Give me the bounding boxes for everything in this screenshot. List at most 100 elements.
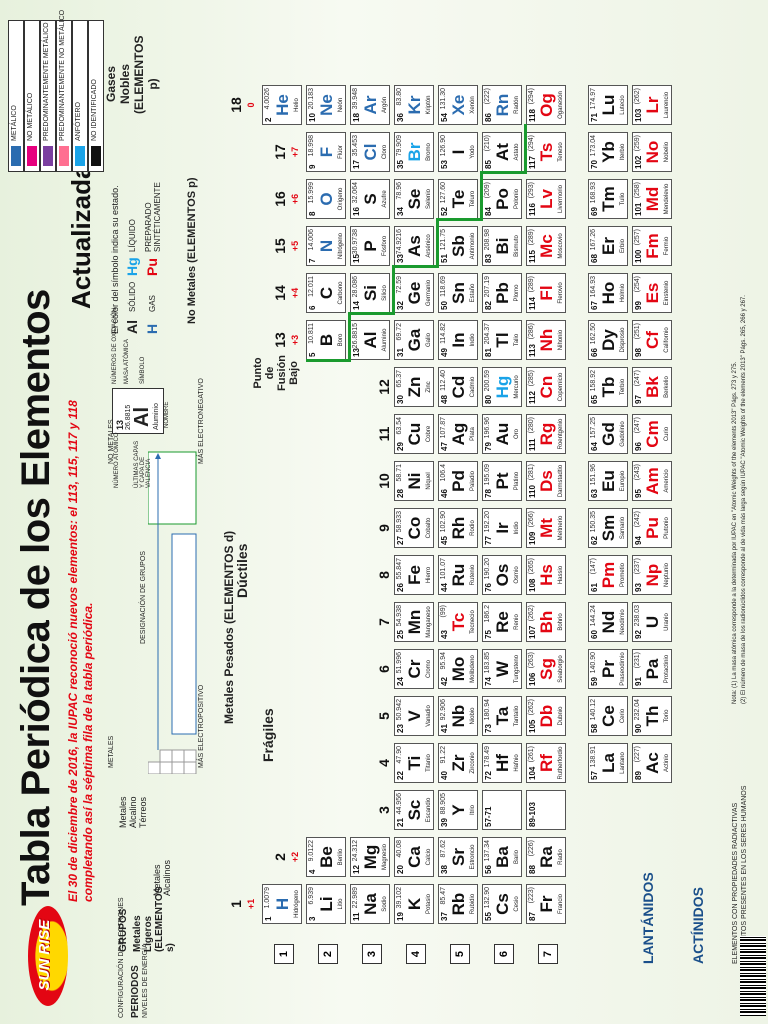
atomic-number: 44 <box>440 583 449 592</box>
atomic-mass: (227) <box>634 746 641 763</box>
element-name: Mercurio <box>514 375 520 399</box>
state-legend-title: El color del símbolo indica su estado. <box>110 185 120 334</box>
element-name: Xenón <box>470 96 476 114</box>
atomic-number: 87 <box>528 912 537 921</box>
group-number: 1 <box>228 900 244 908</box>
element-name: Rodio <box>470 520 476 536</box>
atomic-number: 103 <box>634 108 643 122</box>
atomic-number: 89 <box>634 771 643 780</box>
atomic-number: 31 <box>396 348 405 357</box>
element-name: Nobelio <box>664 141 670 163</box>
element-name: Dubnio <box>558 706 564 726</box>
atomic-number: 61 <box>590 583 599 592</box>
oxidation-state: +4 <box>290 287 300 299</box>
atomic-number: 98 <box>634 348 643 357</box>
atomic-number: 99 <box>634 301 643 310</box>
element-symbol: Al <box>361 331 380 349</box>
element-symbol: Mo <box>449 656 468 682</box>
atomic-mass: 44.956 <box>396 793 403 815</box>
legend-text: NO IDENTIFICADO <box>91 79 98 141</box>
element-symbol: Es <box>643 282 662 304</box>
atomic-mass: 192.20 <box>484 511 491 533</box>
atomic-mass: (243) <box>634 464 641 481</box>
atomic-number: 5 <box>308 352 317 357</box>
series-placeholder: 89-103 <box>526 790 566 830</box>
atomic-mass: (258) <box>634 182 641 199</box>
atomic-number: 21 <box>396 818 405 827</box>
atomic-number: 110 <box>528 485 537 498</box>
atomic-mass: (237) <box>634 558 641 575</box>
element-symbol: Tm <box>599 186 618 212</box>
element-name: Astato <box>514 143 520 161</box>
atomic-number: 17 <box>352 160 361 169</box>
atomic-number: 22 <box>396 771 405 780</box>
atomic-mass: 173.04 <box>590 135 597 157</box>
element-name: Praseodimio <box>620 652 626 686</box>
element-name: Hierro <box>426 566 432 584</box>
metal-nonmetal-divider <box>392 265 395 315</box>
atomic-mass: (247) <box>634 370 641 387</box>
element-symbol: Lv <box>537 189 556 209</box>
atomic-number: 34 <box>396 207 405 216</box>
element-symbol: Au <box>493 422 512 446</box>
period-number: 7 <box>538 944 558 964</box>
element-symbol: Mn <box>405 609 424 635</box>
element-name: Holmio <box>620 283 626 303</box>
element-name: Molibdeno <box>470 655 476 683</box>
element-symbol: Ce <box>599 705 618 727</box>
element-symbol: I <box>449 149 468 155</box>
element-name: Itrio <box>470 805 476 816</box>
example-element-card: 13 26.8815 Al Aluminio <box>112 388 164 434</box>
atomic-number: 23 <box>396 724 405 733</box>
atomic-mass: 183.85 <box>484 652 491 674</box>
legend-swatch <box>91 146 101 166</box>
group-number: 11 <box>376 426 392 442</box>
period-number: 2 <box>318 944 338 964</box>
element-symbol: Te <box>449 189 468 209</box>
atomic-number: 15 <box>352 254 361 263</box>
atomic-number: 41 <box>440 724 449 733</box>
atomic-number: 93 <box>634 583 643 592</box>
element-name: Osmio <box>514 566 520 584</box>
brand-name: SUN RISE <box>36 919 53 991</box>
element-symbol: Am <box>643 467 662 495</box>
metal-nonmetal-divider <box>438 218 482 221</box>
atomic-number: 115 <box>528 250 537 263</box>
element-name: Roentgenio <box>558 418 564 450</box>
atomic-mass: 186.2 <box>484 605 491 623</box>
period-number: 6 <box>494 944 514 964</box>
metal-nonmetal-divider <box>482 171 526 174</box>
element-name: Europio <box>620 470 626 492</box>
element-symbol: O <box>317 192 336 206</box>
element-symbol: Hg <box>493 375 512 399</box>
element-name: Bario <box>514 850 520 865</box>
element-name: Aluminio <box>382 328 388 352</box>
element-name: Indio <box>470 333 476 347</box>
element-symbol: Se <box>405 188 424 210</box>
element-symbol: Sg <box>537 658 556 680</box>
atomic-mass: 55.847 <box>396 558 403 580</box>
atomic-number: 50 <box>440 301 449 310</box>
atomic-mass: (222) <box>484 88 491 105</box>
atomic-number: 36 <box>396 113 405 122</box>
